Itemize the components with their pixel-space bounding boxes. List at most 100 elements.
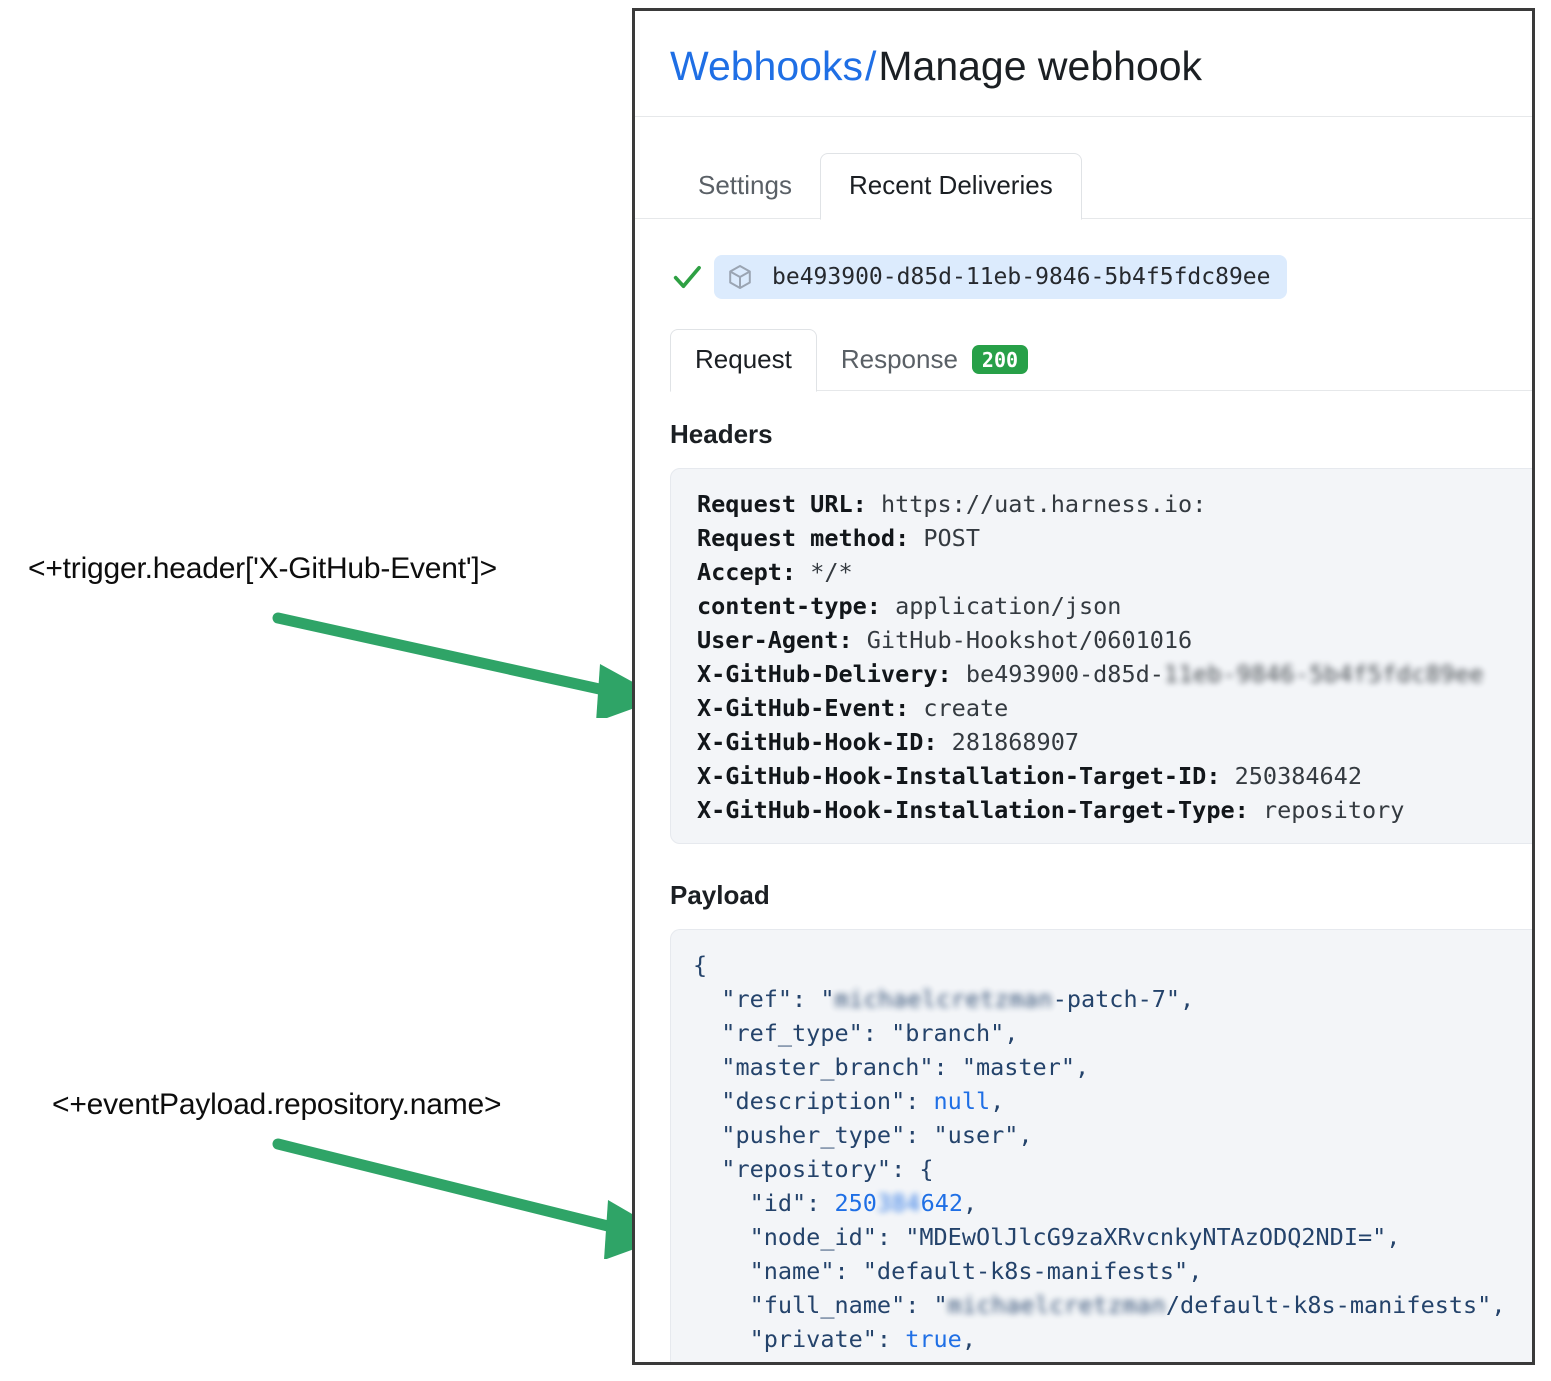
- header-row: content-type: application/json: [697, 589, 1532, 623]
- header-value: https://uat.harness.io:: [880, 490, 1207, 519]
- header-value: 250384642: [1234, 762, 1362, 791]
- header-key: Accept:: [697, 558, 811, 587]
- delivery-id-pill[interactable]: be493900-d85d-11eb-9846-5b4f5fdc89ee: [714, 255, 1287, 300]
- header-key: content-type:: [697, 592, 896, 621]
- payload-token: "private":: [749, 1325, 906, 1354]
- header-divider: [635, 116, 1532, 118]
- payload-line: "pusher_type": "user",: [693, 1118, 1532, 1152]
- payload-line: "owner": {: [693, 1356, 1532, 1362]
- payload-token: 250: [834, 1189, 877, 1218]
- payload-line: "ref": "michaelcretzman-patch-7",: [693, 982, 1532, 1016]
- payload-token: "node_id": "MDEwOlJlcG9zaXRvcnkyNTAzODQ2…: [749, 1223, 1401, 1252]
- tab-settings[interactable]: Settings: [698, 170, 792, 201]
- payload-indent: [693, 1359, 750, 1362]
- headers-code-block: Request URL: https://uat.harness.io:Requ…: [670, 468, 1532, 845]
- header-value: create: [923, 694, 1009, 723]
- header-value: application/json: [895, 592, 1122, 621]
- payload-line: "private": true,: [693, 1322, 1532, 1356]
- header-key: X-GitHub-Delivery:: [697, 660, 966, 689]
- tab-recent-deliveries[interactable]: Recent Deliveries: [819, 153, 1082, 221]
- header-row: X-GitHub-Hook-ID: 281868907: [697, 725, 1532, 759]
- payload-line: "id": 250384642,: [693, 1186, 1532, 1220]
- breadcrumb-link-webhooks[interactable]: Webhooks: [670, 43, 863, 89]
- payload-token: "full_name": ": [749, 1291, 948, 1320]
- payload-code-block: { "ref": "michaelcretzman-patch-7", "ref…: [670, 929, 1532, 1362]
- payload-token: "ref": ": [721, 985, 835, 1014]
- header-row: X-GitHub-Hook-Installation-Target-Type: …: [697, 793, 1532, 827]
- payload-token: ,: [990, 1087, 1005, 1116]
- payload-indent: [693, 985, 721, 1013]
- payload-token: 384: [876, 1189, 921, 1218]
- tab-response-label: Response: [840, 344, 958, 375]
- payload-token: /default-k8s-manifests",: [1165, 1291, 1506, 1320]
- payload-token: null: [933, 1087, 991, 1116]
- header-key: User-Agent:: [697, 626, 867, 655]
- header-key: X-GitHub-Event:: [697, 694, 924, 723]
- payload-indent: [693, 1087, 721, 1115]
- header-value-redacted: 11eb-9846-5b4f5fdc89ee: [1163, 660, 1484, 689]
- header-key: Request method:: [697, 524, 924, 553]
- payload-heading: Payload: [670, 880, 770, 911]
- request-response-tabs: Request Response 200: [670, 323, 1532, 393]
- annotation-arrow-to-x-github-event: [272, 612, 662, 718]
- webhook-manage-panel: Webhooks/Manage webhook Settings Recent …: [632, 8, 1535, 1365]
- header-row: X-GitHub-Delivery: be493900-d85d-11eb-98…: [697, 657, 1532, 691]
- payload-token: michaelcretzman: [947, 1291, 1166, 1320]
- header-row: User-Agent: GitHub-Hookshot/0601016: [697, 623, 1532, 657]
- tab-response[interactable]: Response 200: [817, 330, 1052, 391]
- delivery-id-text: be493900-d85d-11eb-9846-5b4f5fdc89ee: [772, 264, 1271, 291]
- header-key: Request URL:: [697, 490, 881, 519]
- header-key: X-GitHub-Hook-ID:: [697, 728, 952, 757]
- payload-line: "master_branch": "master",: [693, 1050, 1532, 1084]
- payload-token: "description":: [721, 1087, 934, 1116]
- payload-indent: [693, 1019, 721, 1047]
- payload-line: "description": null,: [693, 1084, 1532, 1118]
- header-row: Accept: */*: [697, 555, 1532, 589]
- header-value: GitHub-Hookshot/0601016: [866, 626, 1193, 655]
- payload-token: ,: [963, 1189, 978, 1218]
- header-value: 281868907: [951, 728, 1080, 757]
- payload-token: -patch-7",: [1052, 985, 1195, 1014]
- headers-heading: Headers: [670, 419, 773, 450]
- header-value: */*: [810, 558, 853, 587]
- payload-indent: [693, 1189, 750, 1217]
- annotation-arrow-to-repository-name: [272, 1138, 670, 1259]
- tab-request[interactable]: Request: [670, 329, 817, 393]
- payload-line: {: [693, 948, 1532, 982]
- header-key: X-GitHub-Hook-Installation-Target-ID:: [697, 762, 1235, 791]
- breadcrumb-separator: /: [864, 43, 877, 89]
- payload-token: "master_branch": "master",: [721, 1053, 1090, 1082]
- payload-token: "owner": {: [750, 1359, 891, 1362]
- payload-token: 642: [920, 1189, 964, 1218]
- payload-token: "ref_type": "branch",: [721, 1019, 1019, 1048]
- payload-token: "pusher_type": "user",: [721, 1121, 1033, 1150]
- payload-token: "id":: [749, 1189, 835, 1218]
- payload-line: "node_id": "MDEwOlJlcG9zaXRvcnkyNTAzODQ2…: [693, 1220, 1532, 1254]
- header-row: Request method: POST: [697, 521, 1532, 555]
- check-icon: [673, 266, 701, 289]
- payload-line: "ref_type": "branch",: [693, 1016, 1532, 1050]
- payload-indent: [693, 1325, 750, 1353]
- payload-token: michaelcretzman: [834, 985, 1053, 1014]
- payload-indent: [693, 1291, 750, 1319]
- payload-indent: [693, 1223, 750, 1251]
- annotation-trigger-header-expression: <+trigger.header['X-GitHub-Event']>: [28, 552, 497, 585]
- payload-token: {: [693, 951, 708, 980]
- payload-indent: [693, 1053, 721, 1081]
- annotation-event-payload-expression: <+eventPayload.repository.name>: [52, 1088, 502, 1121]
- page-title: Manage webhook: [878, 43, 1203, 89]
- cube-icon: [729, 265, 751, 290]
- header-row: X-GitHub-Hook-Installation-Target-ID: 25…: [697, 759, 1532, 793]
- payload-token: "repository": {: [721, 1155, 934, 1184]
- delivery-row[interactable]: be493900-d85d-11eb-9846-5b4f5fdc89ee: [670, 253, 1532, 301]
- webhook-tabs: Settings Recent Deliveries: [635, 147, 1532, 221]
- payload-token: true: [905, 1325, 962, 1354]
- status-badge: 200: [971, 345, 1029, 375]
- payload-line: "repository": {: [693, 1152, 1532, 1186]
- header-key: X-GitHub-Hook-Installation-Target-Type:: [697, 796, 1263, 825]
- payload-indent: [693, 1155, 721, 1183]
- header-value: repository: [1262, 796, 1405, 825]
- header-value: POST: [923, 524, 980, 553]
- payload-indent: [693, 1121, 721, 1149]
- header-value: be493900-d85d-: [965, 660, 1164, 689]
